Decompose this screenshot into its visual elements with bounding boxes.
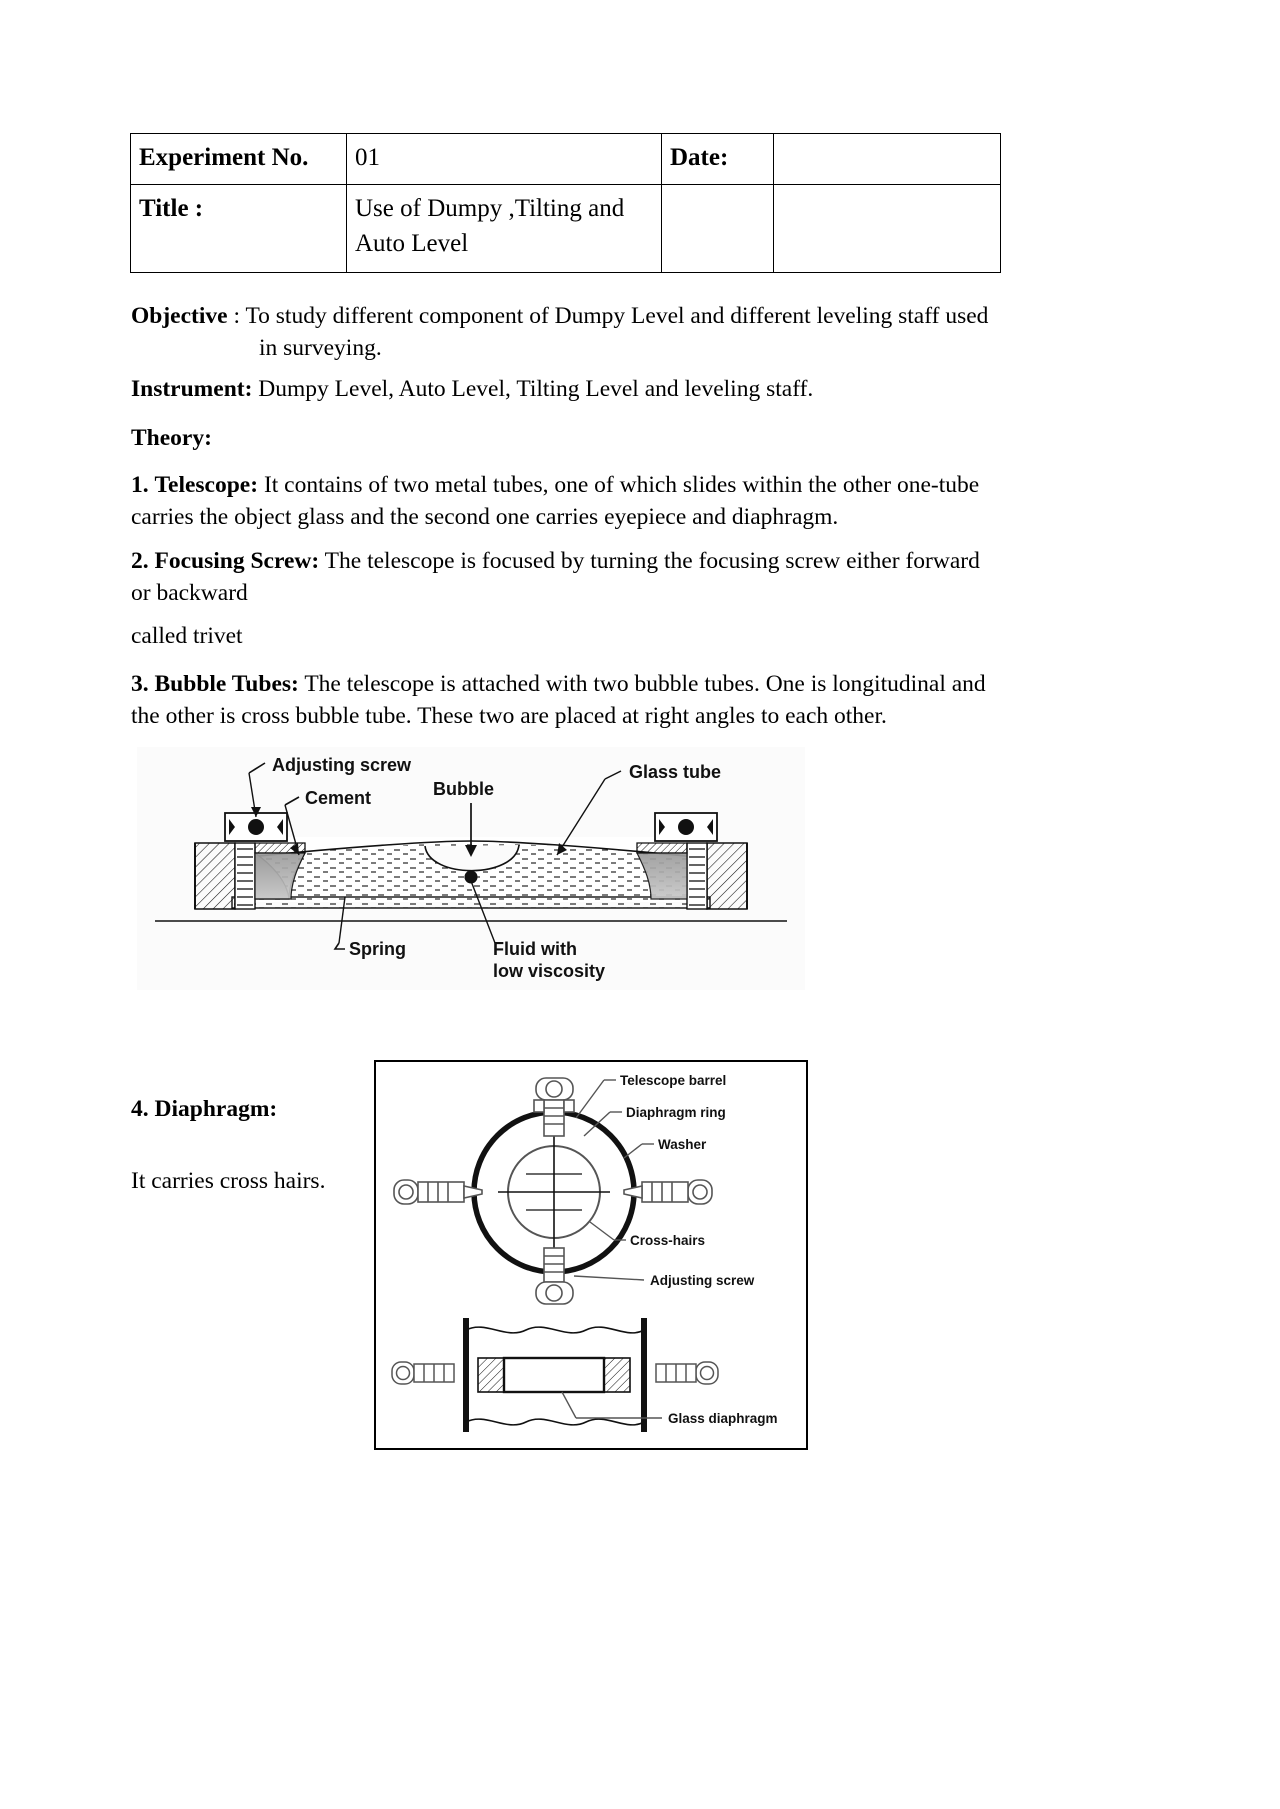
bubble-label-fluid-line2: low viscosity xyxy=(493,961,605,981)
experiment-header-table: Experiment No. 01 Date: Title : Use of D… xyxy=(130,133,1001,273)
diaphragm-label-diaphragm-ring: Diaphragm ring xyxy=(626,1105,726,1120)
theory-heading: Theory: xyxy=(131,422,1001,454)
objective-line1: To study different component of Dumpy Le… xyxy=(245,303,989,329)
experiment-no-value: 01 xyxy=(346,133,662,185)
theory-stray-line: called trivet xyxy=(131,623,243,649)
bubble-label-cement: Cement xyxy=(305,788,371,808)
theory-item-3-text: The telescope is attached with two bubbl… xyxy=(131,671,986,730)
theory-item-bubble-tubes: 3. Bubble Tubes: The telescope is attach… xyxy=(131,668,1001,733)
date-value xyxy=(773,133,1001,185)
figure-bubble-tube: Adjusting screw Cement Bubble Glass tube… xyxy=(137,747,805,990)
bubble-label-bubble: Bubble xyxy=(433,779,494,799)
objective-paragraph: Objective : To study different component… xyxy=(131,300,1001,365)
theory-heading-label: Theory: xyxy=(131,425,212,451)
bubble-label-spring: Spring xyxy=(349,939,406,959)
title-row-date-value xyxy=(773,183,1001,273)
theory-item-1-title: Telescope: xyxy=(154,472,259,498)
objective-label: Objective xyxy=(131,303,228,329)
diaphragm-heading: 4. Diaphragm: xyxy=(131,1096,278,1122)
experiment-no-label: Experiment No. xyxy=(130,133,347,185)
title-row-date-label xyxy=(661,183,774,273)
theory-item-telescope: 1. Telescope: It contains of two metal t… xyxy=(131,469,1001,534)
instrument-paragraph: Instrument: Dumpy Level, Auto Level, Til… xyxy=(131,373,1001,405)
diaphragm-label-telescope-barrel: Telescope barrel xyxy=(620,1073,726,1088)
theory-item-2-text: The telescope is focused by turning the … xyxy=(131,548,980,607)
title-value-line2: Auto Level xyxy=(355,230,469,257)
bubble-label-adjusting-screw: Adjusting screw xyxy=(272,755,412,775)
diaphragm-label-adjusting-screw: Adjusting screw xyxy=(650,1273,755,1288)
table-row: Experiment No. 01 Date: xyxy=(130,133,1001,185)
figure-diaphragm: Telescope barrel Diaphragm ring Washer C… xyxy=(374,1060,808,1450)
theory-item-3-number: 3. xyxy=(131,671,149,697)
theory-item-1-number: 1. xyxy=(131,472,149,498)
diaphragm-label-glass-diaphragm: Glass diaphragm xyxy=(668,1411,778,1426)
title-value-line1: Use of Dumpy ,Tilting and xyxy=(355,194,625,222)
bubble-label-fluid-line1: Fluid with xyxy=(493,939,577,959)
diaphragm-label-washer: Washer xyxy=(658,1137,707,1152)
instrument-text: Dumpy Level, Auto Level, Tilting Level a… xyxy=(258,376,814,402)
theory-item-2-title: Focusing Screw: xyxy=(154,548,320,574)
instrument-label: Instrument: xyxy=(131,376,253,402)
date-label: Date: xyxy=(661,133,774,185)
theory-item-focusing-screw: 2. Focusing Screw: The telescope is focu… xyxy=(131,545,1001,610)
table-row: Title : Use of Dumpy ,Tilting and Auto L… xyxy=(130,183,1001,273)
bubble-label-glass-tube: Glass tube xyxy=(629,762,721,782)
theory-item-2-number: 2. xyxy=(131,548,149,574)
theory-item-1-text: It contains of two metal tubes, one of w… xyxy=(131,472,980,531)
diaphragm-text: It carries cross hairs. xyxy=(131,1168,326,1194)
objective-colon: : xyxy=(233,303,240,329)
diaphragm-label-cross-hairs: Cross-hairs xyxy=(630,1233,705,1248)
theory-item-3-title: Bubble Tubes: xyxy=(154,671,299,697)
title-value: Use of Dumpy ,Tilting and Auto Level xyxy=(346,183,662,273)
objective-line2: in surveying. xyxy=(259,335,382,362)
title-label: Title : xyxy=(130,183,347,273)
